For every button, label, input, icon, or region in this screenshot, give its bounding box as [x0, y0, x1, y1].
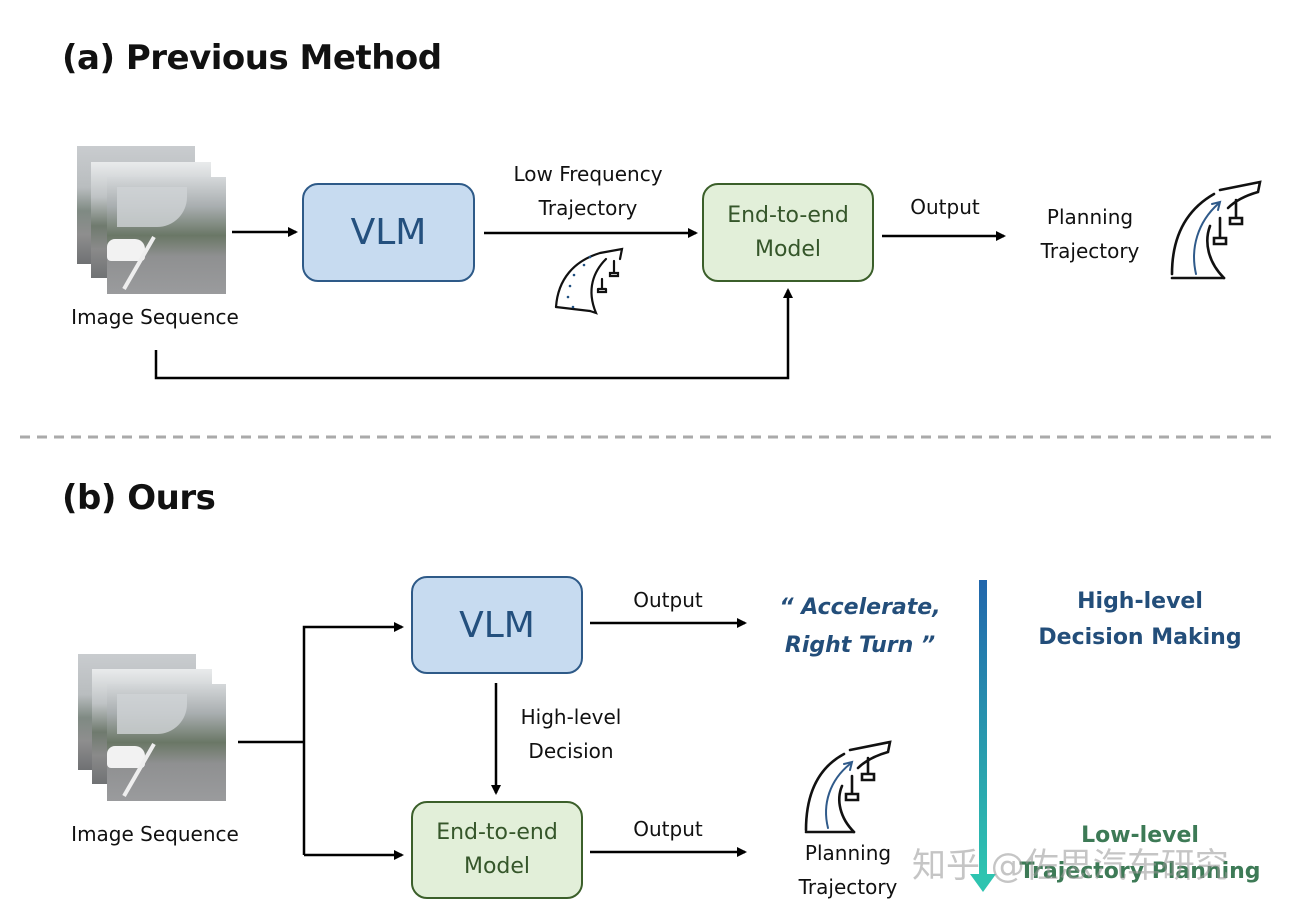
image-frame-front [107, 684, 226, 801]
e2e-output-label-b: Output [633, 817, 703, 841]
output-label-a: Output [910, 195, 980, 219]
planning-trajectory-label-a: Planning Trajectory [1040, 205, 1140, 263]
e2e-model-box-a[interactable]: End-to-end Model [702, 183, 874, 282]
section-b-title: (b) Ours [62, 478, 216, 518]
e2e-label-line2-a: Model [754, 236, 822, 262]
car [107, 239, 145, 261]
e2e-label-line1-b: End-to-end [436, 820, 558, 845]
gradient-level-arrow [970, 580, 996, 892]
image-sequence-label-a: Image Sequence [71, 305, 239, 329]
vlm-box-a[interactable]: VLM [302, 183, 475, 282]
arrow-image-to-e2e-bypass-a [154, 288, 793, 380]
road-planning-trajectory-icon-a [1170, 180, 1262, 280]
vlm-label-a: VLM [350, 212, 427, 253]
road-planning-trajectory-icon-b [804, 740, 892, 834]
low-frequency-trajectory-label: Low Frequency Trajectory [513, 162, 663, 220]
vlm-label-b: VLM [459, 604, 535, 646]
vlm-output-label-b: Output [633, 588, 703, 612]
low-level-trajectory-planning-label: Low-level Trajectory Planning [1019, 823, 1261, 884]
image-frame-front [107, 177, 226, 294]
watermark: 知乎 @佐思汽车研究 [912, 846, 1229, 886]
arrow-branch-to-vlm-b [302, 622, 404, 855]
e2e-model-box-b[interactable]: End-to-end Model [411, 801, 583, 899]
car [107, 746, 145, 768]
e2e-label-line1-a: End-to-end [727, 202, 849, 228]
road-dotted-trajectory-icon [554, 247, 624, 315]
high-level-decision-edge-label: High-level Decision [520, 705, 622, 763]
vlm-box-b[interactable]: VLM [411, 576, 583, 674]
e2e-label-line2-b: Model [463, 854, 531, 879]
decision-quote: “ Accelerate, Right Turn ” [779, 595, 941, 658]
section-a-title: (a) Previous Method [62, 38, 442, 78]
high-level-decision-making-label: High-level Decision Making [1038, 589, 1242, 650]
planning-trajectory-label-b: Planning Trajectory [798, 841, 898, 899]
image-sequence-label-b: Image Sequence [71, 822, 239, 846]
